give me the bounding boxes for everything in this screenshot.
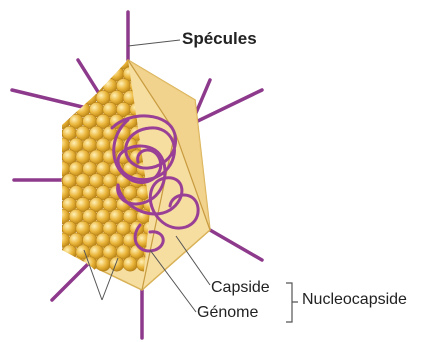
capsomere-sphere <box>49 55 63 69</box>
capsomere-sphere <box>96 257 110 271</box>
capsomere-sphere <box>49 197 63 211</box>
label-spicules: Spécules <box>182 30 257 47</box>
spicule-lower-left <box>52 264 88 300</box>
capsomere-sphere <box>49 245 63 259</box>
capsomere-sphere <box>62 79 76 93</box>
label-nucleocapside: Nucleocapside <box>302 292 407 308</box>
capsomere-sphere <box>110 257 124 271</box>
capsomere-sphere <box>76 79 90 93</box>
spicule-mid-right <box>210 230 262 260</box>
capsomere-sphere <box>49 102 63 116</box>
capsomere-sphere <box>49 150 63 164</box>
leader-spicule <box>128 40 180 46</box>
capsomere-sphere <box>49 126 63 140</box>
capsomere-sphere <box>62 55 76 69</box>
capsomere-sphere <box>56 257 70 271</box>
capsomere-sphere <box>56 67 70 81</box>
spicule-top-left <box>78 60 100 95</box>
capsomere-sphere <box>49 79 63 93</box>
capsomere-sphere <box>69 67 83 81</box>
capsomere-sphere <box>89 55 103 69</box>
nucleocapside-bracket <box>286 283 298 322</box>
capsomere-sphere <box>96 67 110 81</box>
capsomere-sphere <box>123 257 137 271</box>
capsomere-sphere <box>62 245 76 259</box>
label-genome: Génome <box>197 305 258 321</box>
label-capside: Capside <box>211 280 270 296</box>
capsomere-sphere <box>49 221 63 235</box>
capsomere-sphere <box>103 55 117 69</box>
capsomere-sphere <box>143 55 157 69</box>
